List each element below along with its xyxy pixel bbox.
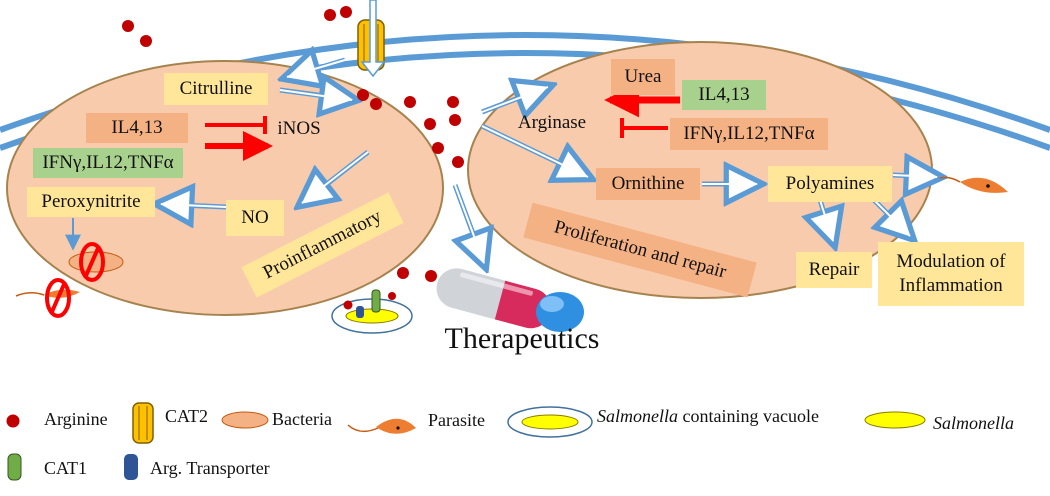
no-sign-icon [79,242,105,282]
arginine-dot [324,9,336,21]
legend-bacteria-label: Bacteria [272,409,332,429]
legend-salmonella-icon [864,411,926,429]
capsule-icon [436,268,551,329]
urea-label: Urea [611,59,675,95]
legend-parasite-label: Parasite [428,410,485,430]
legend-salmonella-label: Salmonella [933,413,1014,434]
inos-label: iNOS [277,118,321,139]
legend-arginine-icon [6,414,20,428]
legend-parasite-icon [347,418,416,434]
legend-cat2-icon [132,402,154,444]
citrulline-label: Citrulline [164,73,268,105]
legend-cat1-label: CAT1 [44,458,88,478]
salmonella-vacuole-icon [331,289,413,334]
arginine-dot [357,89,369,101]
il4-13-right-label: IL4,13 [682,80,766,110]
ifng-il12-tnfa-right-label: IFNγ,IL12,TNFα [670,118,828,150]
legend-arginine-label: Arginine [44,409,108,429]
therapeutics-label: Therapeutics [444,322,600,355]
arginine-dot [447,96,459,108]
parasite-icon [939,176,1008,193]
legend-scv-italic: Salmonella [597,406,678,426]
legend-cat2-label: CAT2 [165,406,209,426]
legend-scv-label: Salmonella containing vacuole [597,406,819,427]
arginine-dot [340,6,352,18]
arginine-molecules [122,6,464,282]
arginine-dot [140,35,152,47]
ifng-inhibits-arginase-icon [620,118,668,138]
legend-vacuole-icon [507,406,593,438]
legend-scv-rest: containing vacuole [678,406,819,426]
arginine-dot [425,270,437,282]
legend-bacteria-icon [221,411,269,429]
cat2-import-arrow [360,0,386,78]
modulation-line-2: Inflammation [899,275,1003,296]
arginase-label: Arginase [517,112,587,133]
ifng-il12-tnfa-left-label: IFNγ,IL12,TNFα [33,148,183,178]
arginine-dot [449,114,461,126]
repair-label: Repair [796,252,872,288]
il4-13-left-label: IL4,13 [86,113,188,143]
modulation-line-1: Modulation of [896,251,1006,272]
arginine-dot [432,142,444,154]
modulation-of-inflammation-label: Modulation of Inflammation [878,242,1024,306]
legend-cat1-icon [7,453,22,481]
arginine-dot [452,156,464,168]
arginine-dot [370,98,382,110]
arginine-dot [397,267,409,279]
ornithine-label: Ornithine [596,168,700,200]
peroxynitrite-label: Peroxynitrite [27,187,155,217]
pill-icon [536,292,584,332]
no-label: NO [226,200,284,236]
legend-salmonella-text: Salmonella [933,413,1014,433]
legend-arg-transporter-icon [124,454,138,480]
arginine-dot [424,118,436,130]
no-sign-icon [45,278,71,318]
polyamines-label: Polyamines [768,166,892,202]
arginine-dot [404,96,416,108]
arginine-dot [122,20,134,32]
legend-arg-transporter-label: Arg. Transporter [150,458,270,478]
